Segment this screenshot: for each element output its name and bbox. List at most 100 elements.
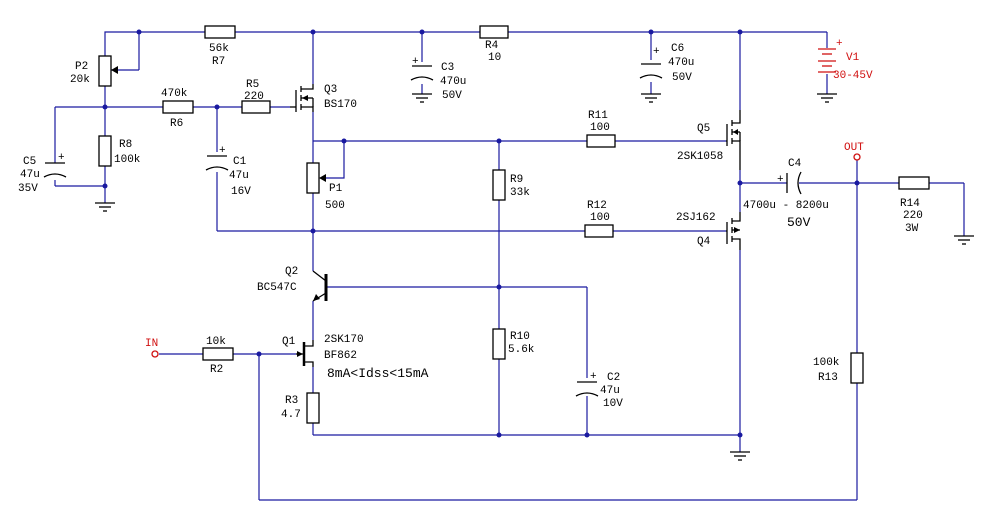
junction-dot — [136, 29, 142, 35]
junction-dot — [496, 138, 502, 144]
r4-value: 10 — [488, 52, 501, 64]
capacitor-c4: + C4 4700u - 8200u 50V — [743, 158, 829, 230]
c6-ref: C6 — [671, 43, 684, 55]
v1-ref: V1 — [846, 52, 860, 64]
r8-value: 100k — [114, 154, 141, 166]
output-label: OUT — [844, 142, 864, 154]
r11-ref: R11 — [588, 110, 608, 122]
c2-value: 47u — [600, 385, 620, 397]
capacitor-c1: + C1 47u 16V — [205, 145, 251, 198]
capacitor-c6: + C6 470u 50V — [639, 43, 694, 84]
r14-power: 3W — [905, 223, 919, 235]
junction-dot — [102, 183, 108, 189]
mosfet-q4: 2SJ162 Q4 — [676, 212, 741, 250]
r2-ref: R2 — [210, 364, 223, 376]
ground-icon — [817, 93, 837, 103]
svg-text:+: + — [219, 145, 226, 157]
resistor-r14: R14 220 3W — [898, 176, 930, 235]
q5-part: 2SK1058 — [677, 151, 723, 163]
q2-part: BC547C — [257, 282, 297, 294]
q2-ref: Q2 — [285, 266, 298, 278]
c4-ref: C4 — [788, 158, 802, 170]
c2-ref: C2 — [607, 372, 620, 384]
c2-voltage: 10V — [603, 398, 623, 410]
c1-value: 47u — [229, 170, 249, 182]
junction-dot — [419, 29, 425, 35]
capacitor-c3: + C3 470u 50V — [410, 56, 466, 102]
c6-voltage: 50V — [672, 72, 692, 84]
p2-value: 20k — [70, 74, 90, 86]
c4-value: 4700u - 8200u — [743, 200, 829, 212]
junction-dot — [310, 29, 316, 35]
c5-value: 47u — [20, 169, 40, 181]
resistor-r6: 470k R6 — [161, 88, 194, 130]
r4-ref: R4 — [485, 40, 499, 52]
junction-dot — [496, 432, 502, 438]
q3-part: BS170 — [324, 99, 357, 111]
input-port[interactable]: IN — [145, 338, 159, 358]
bjt-q2: Q2 BC547C — [257, 266, 328, 302]
c6-value: 470u — [668, 57, 694, 69]
resistor-r10: R10 5.6k — [492, 328, 535, 360]
svg-text:+: + — [590, 371, 597, 383]
c3-value: 470u — [440, 76, 466, 88]
resistor-r3: R3 4.7 — [281, 392, 320, 424]
c1-ref: C1 — [233, 156, 247, 168]
q1-part2: BF862 — [324, 350, 357, 362]
v1-value: 30-45V — [833, 70, 873, 82]
c4-voltage: 50V — [787, 215, 811, 230]
junction-dot — [102, 104, 108, 110]
svg-text:+: + — [58, 152, 65, 164]
svg-text:+: + — [836, 38, 843, 50]
svg-text:+: + — [777, 174, 784, 186]
resistor-r2: 10k R2 — [202, 336, 234, 376]
junction-dot — [341, 138, 347, 144]
resistor-r7: 56k R7 — [204, 25, 236, 68]
r10-ref: R10 — [510, 331, 530, 343]
junction-dots — [102, 29, 860, 438]
r12-value: 100 — [590, 212, 610, 224]
wires — [54, 31, 965, 501]
ground-icon — [412, 93, 432, 103]
r3-value: 4.7 — [281, 409, 301, 421]
r5-value: 220 — [244, 91, 264, 103]
r14-value: 220 — [903, 210, 923, 222]
resistor-r8: R8 100k — [98, 135, 141, 167]
jfet-q1: Q1 2SK170 BF862 8mA<Idss<15mA — [282, 334, 429, 381]
r14-ref: R14 — [900, 198, 920, 210]
ground-icon — [954, 235, 974, 245]
resistor-r9: R9 33k — [492, 169, 530, 201]
junction-dot — [214, 104, 220, 110]
p1-value: 500 — [325, 200, 345, 212]
c5-voltage: 35V — [18, 183, 38, 195]
c3-voltage: 50V — [442, 90, 462, 102]
q4-part: 2SJ162 — [676, 212, 716, 224]
junction-dot — [854, 180, 860, 186]
capacitor-c2: + C2 47u 10V — [575, 371, 623, 410]
r13-ref: R13 — [818, 372, 838, 384]
r2-value: 10k — [206, 336, 226, 348]
junction-dot — [648, 29, 654, 35]
r5-ref: R5 — [246, 79, 259, 91]
r9-value: 33k — [510, 187, 530, 199]
potentiometer-p1: P1 500 — [306, 162, 345, 212]
output-port[interactable]: OUT — [844, 142, 864, 161]
resistor-r5: R5 220 — [241, 79, 271, 114]
mosfet-q5: Q5 2SK1058 — [677, 110, 741, 170]
r11-value: 100 — [590, 122, 610, 134]
r10-value: 5.6k — [508, 344, 535, 356]
r6-value: 470k — [161, 88, 188, 100]
junction-dot — [256, 351, 262, 357]
r3-ref: R3 — [285, 395, 298, 407]
c5-ref: C5 — [23, 156, 36, 168]
r6-ref: R6 — [170, 118, 183, 130]
p1-ref: P1 — [329, 183, 343, 195]
q1-part: 2SK170 — [324, 334, 364, 346]
resistor-r12: R12 100 — [584, 200, 614, 238]
svg-text:+: + — [653, 46, 660, 58]
q3-ref: Q3 — [324, 84, 337, 96]
q1-ref: Q1 — [282, 336, 296, 348]
junction-dot — [496, 284, 502, 290]
r7-value: 56k — [209, 43, 229, 55]
